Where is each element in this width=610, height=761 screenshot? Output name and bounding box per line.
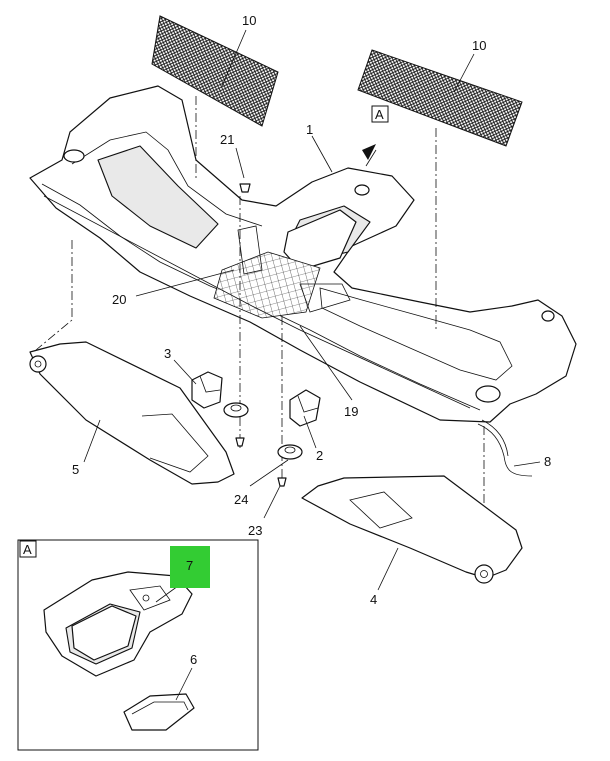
visor-clip-right bbox=[289, 389, 321, 427]
callout-2: 2 bbox=[316, 448, 323, 463]
screw-right bbox=[277, 477, 287, 487]
leader-lines bbox=[83, 29, 541, 591]
retainer-left bbox=[223, 402, 249, 418]
overhead-console-frame bbox=[29, 85, 577, 423]
callout-8: 8 bbox=[544, 454, 551, 469]
callout-4: 4 bbox=[370, 592, 377, 607]
detail-cover-lid bbox=[123, 693, 195, 731]
callout-20: 20 bbox=[112, 292, 126, 307]
sun-visor-left bbox=[29, 341, 235, 485]
visor-clip-left bbox=[191, 371, 223, 409]
callout-19: 19 bbox=[344, 404, 358, 419]
callout-10-left: 10 bbox=[242, 13, 256, 28]
callout-23: 23 bbox=[248, 523, 262, 538]
detail-console-housing bbox=[43, 571, 193, 677]
callout-21: 21 bbox=[220, 132, 234, 147]
callout-1: 1 bbox=[306, 122, 313, 137]
callout-6: 6 bbox=[190, 652, 197, 667]
detail-view-a: A 6 bbox=[17, 539, 259, 751]
mesh-panel-right bbox=[357, 49, 523, 147]
fastener-21 bbox=[239, 183, 251, 193]
highlight-part-7[interactable]: 7 bbox=[170, 546, 210, 588]
callout-7: 7 bbox=[186, 558, 193, 573]
view-a-letter: A bbox=[375, 107, 384, 122]
view-a-reference: A bbox=[362, 105, 389, 160]
sun-visor-right bbox=[301, 475, 523, 584]
callout-10-right: 10 bbox=[472, 38, 486, 53]
callout-24: 24 bbox=[234, 492, 248, 507]
retainer-right bbox=[277, 444, 303, 460]
callout-5: 5 bbox=[72, 462, 79, 477]
wire-harness bbox=[477, 419, 533, 477]
detail-view-a-letter: A bbox=[23, 542, 32, 557]
callout-3: 3 bbox=[164, 346, 171, 361]
view-a-arrow-icon bbox=[362, 144, 376, 160]
mesh-panel-left bbox=[151, 15, 279, 127]
screw-left bbox=[235, 437, 245, 447]
